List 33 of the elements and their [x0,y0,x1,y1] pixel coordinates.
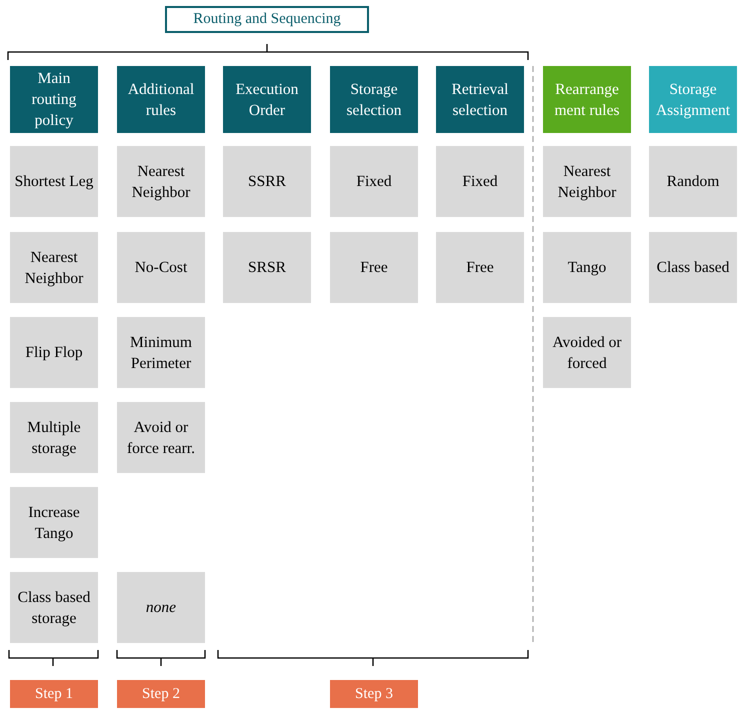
option-cell: Minimum Perimeter [117,317,205,388]
option-cell: Flip Flop [10,317,98,388]
step-label: Step 2 [117,680,205,708]
option-cell: Avoided or forced [543,317,631,388]
column-header: Rearrange ment rules [543,66,631,133]
column-header: Main routing policy [10,66,98,133]
title-box: Routing and Sequencing [165,6,369,33]
option-cell: Fixed [330,146,418,217]
option-cell: Nearest Neighbor [117,146,205,217]
option-cell: Tango [543,232,631,303]
column-header: Storage selection [330,66,418,133]
option-cell: none [117,572,205,643]
option-cell: Class based [649,232,737,303]
column-header: Retrieval selection [436,66,524,133]
column-header: Additional rules [117,66,205,133]
option-cell: Class based storage [10,572,98,643]
column-header: Storage Assignment [649,66,737,133]
option-cell: Avoid or force rearr. [117,402,205,473]
option-cell: Free [436,232,524,303]
column-header: Execution Order [223,66,311,133]
option-cell: Free [330,232,418,303]
option-cell: Random [649,146,737,217]
option-cell: Increase Tango [10,487,98,558]
option-cell: Nearest Neighbor [10,232,98,303]
option-cell: Shortest Leg [10,146,98,217]
step-label: Step 1 [10,680,98,708]
step-label: Step 3 [330,680,418,708]
option-cell: Multiple storage [10,402,98,473]
option-cell: No-Cost [117,232,205,303]
option-cell: Fixed [436,146,524,217]
option-cell: Nearest Neighbor [543,146,631,217]
option-cell: SSRR [223,146,311,217]
option-cell: SRSR [223,232,311,303]
